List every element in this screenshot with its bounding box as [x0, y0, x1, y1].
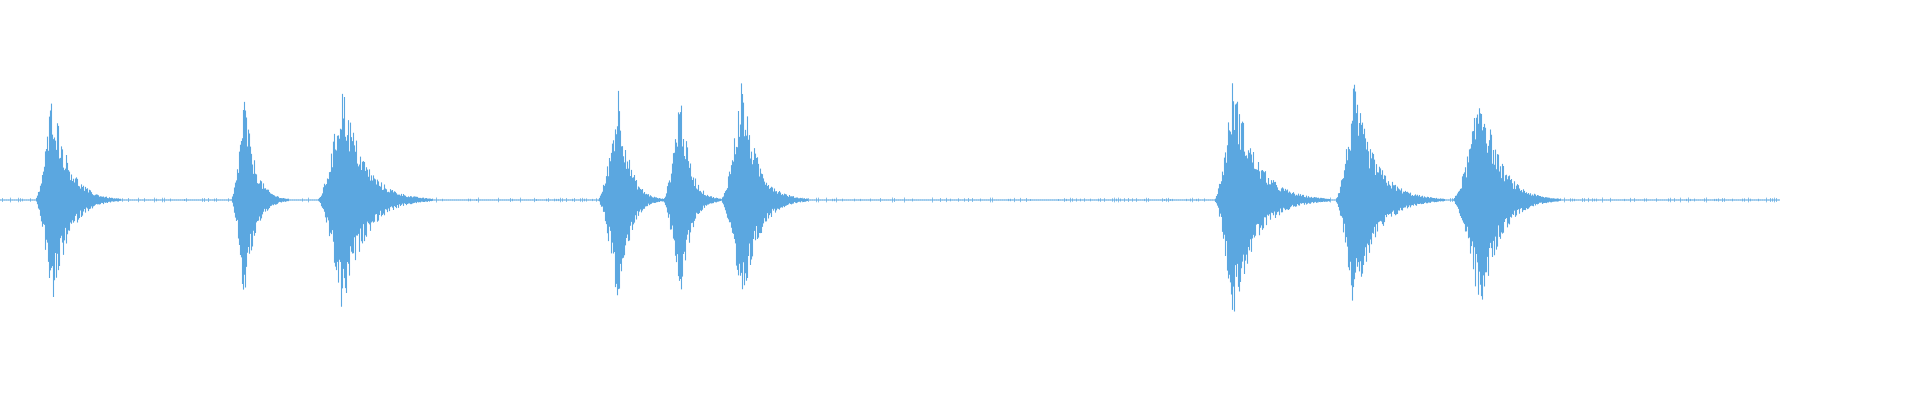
waveform-bursts: [35, 83, 1562, 312]
waveform-burst-1: [35, 103, 122, 298]
waveform-burst-4: [597, 90, 665, 296]
waveform-burst-3: [317, 93, 434, 307]
waveform-burst-7: [1214, 83, 1331, 312]
waveform-burst-2: [230, 101, 290, 290]
waveform-burst-9: [1452, 108, 1562, 300]
waveform-burst-6: [720, 83, 809, 290]
waveform-burst-5: [663, 105, 722, 290]
waveform-burst-8: [1335, 84, 1446, 301]
